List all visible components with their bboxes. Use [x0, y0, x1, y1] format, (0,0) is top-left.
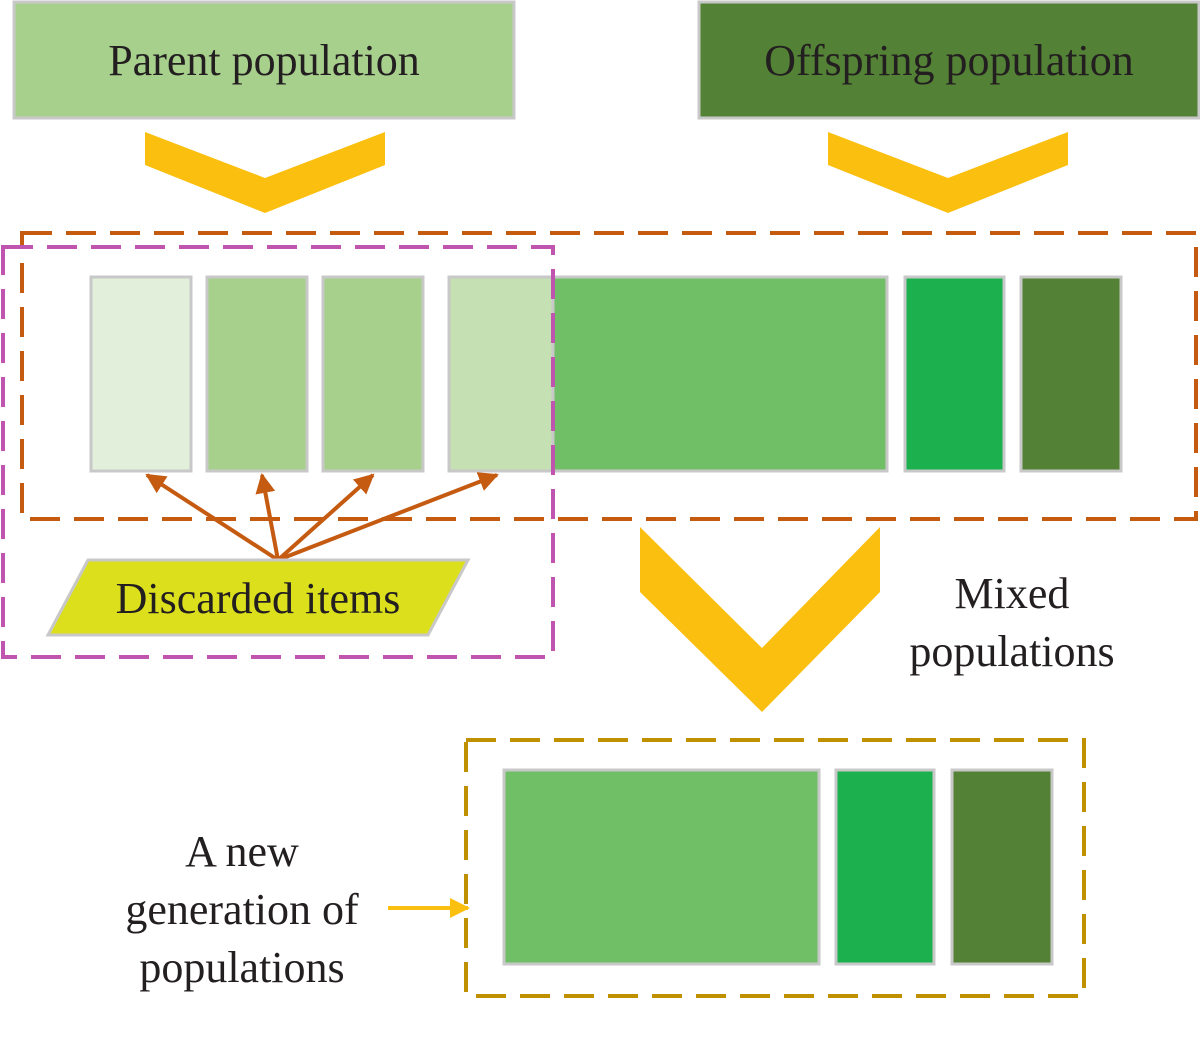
mixed-item-dark: [1019, 275, 1123, 473]
new-generation-label-line3: populations: [139, 943, 344, 992]
discard-arrow-1: [145, 473, 280, 562]
parent-population-label: Parent population: [108, 36, 420, 85]
mixed-item-large: [551, 275, 889, 473]
discard-arrow-4: [277, 472, 499, 562]
mixed-chevron-icon: [640, 527, 880, 712]
mixed-item-bright: [903, 275, 1006, 473]
new-generation-label-line2: generation of: [125, 885, 359, 934]
new-gen-item-dark: [950, 768, 1054, 966]
new-generation-label-line1: A new: [185, 827, 299, 876]
offspring-population-label: Offspring population: [764, 36, 1134, 85]
parent-item-1: [89, 275, 193, 473]
parent-chevron-icon: [145, 132, 385, 213]
discarded-items-label-box: Discarded items: [45, 558, 471, 637]
discard-arrow-2: [255, 473, 280, 561]
parent-population-box: Parent population: [12, 0, 516, 120]
discarded-items-label: Discarded items: [116, 574, 401, 623]
mixed-populations-label-line2: populations: [909, 627, 1114, 676]
new-gen-item-bright: [834, 768, 936, 966]
discarded-region-border: [1, 245, 555, 659]
new-gen-item-large: [502, 768, 821, 966]
parent-item-3: [321, 275, 425, 473]
parent-item-4: [447, 275, 555, 473]
discard-pointer-arrows: [145, 472, 499, 562]
parent-item-2: [205, 275, 309, 473]
discard-arrow-3: [276, 473, 375, 562]
offspring-chevron-icon: [828, 132, 1068, 213]
mixed-populations-label-line1: Mixed: [955, 569, 1070, 618]
mixed-populations-border: [20, 231, 1198, 521]
offspring-population-box: Offspring population: [697, 0, 1200, 120]
new-generation-border: [464, 738, 1086, 998]
